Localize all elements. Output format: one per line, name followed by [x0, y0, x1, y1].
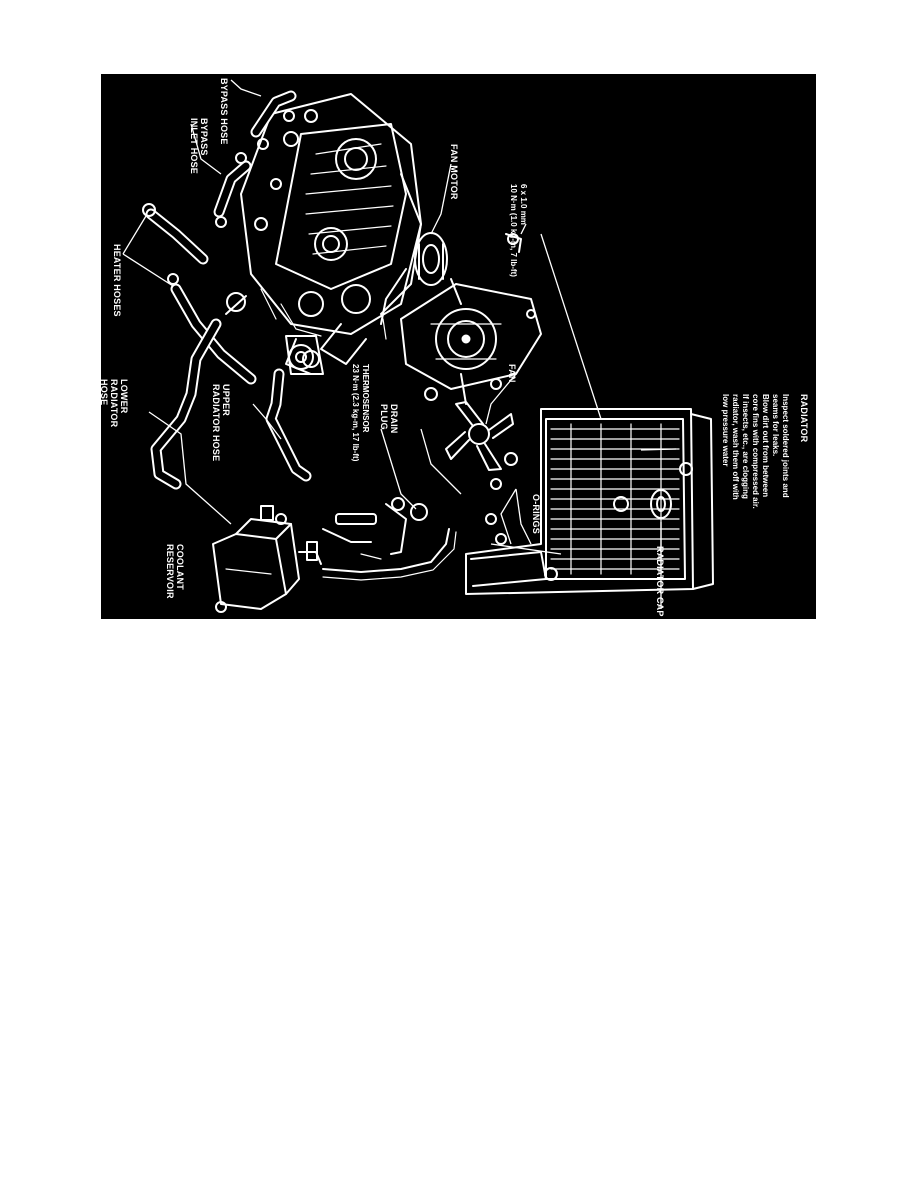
label-bolt-spec: 6 x 1.0 mm 10 N·m (1.0 kg-m, 7 lb-ft) — [509, 184, 528, 277]
bypass-hose — [250, 90, 297, 150]
label-coolant-reservoir: COOLANT RESERVOIR — [165, 544, 185, 599]
upper-radiator-hose-label-2: RADIATOR HOSE — [211, 384, 221, 461]
radiator-note-1: Inspect soldered joints and — [781, 394, 790, 498]
fan-motor-label: FAN MOTOR — [449, 144, 459, 200]
upper-radiator-hose-label-1: UPPER — [221, 384, 231, 416]
bypass-inlet-hose-label-2: INLET HOSE — [189, 118, 199, 174]
thermosensor-label-1: THERMOSENSOR — [361, 364, 370, 433]
label-drain-plug: DRAIN PLUG — [379, 404, 399, 434]
diagram-canvas: BYPASS HOSE BYPASS INLET HOSE HEATER HOS… — [101, 78, 809, 617]
lower-radiator-hose-label-3: HOSE — [101, 379, 109, 405]
upper-radiator-hose — [265, 335, 324, 482]
radiator-note-5: If insects, etc., are clogging — [741, 394, 750, 499]
bolt-spec-label-2: 10 N·m (1.0 kg-m, 7 lb-ft) — [509, 184, 518, 277]
fan-motor — [380, 232, 462, 340]
radiator-note-2: seams for leaks. — [771, 394, 780, 456]
label-lower-radiator-hose: LOWER RADIATOR HOSE — [101, 379, 129, 428]
radiator-cap — [650, 489, 672, 519]
bypass-inlet-hose — [213, 152, 252, 228]
label-bypass-inlet-hose: BYPASS INLET HOSE — [189, 118, 209, 174]
radiator-title: RADIATOR — [799, 394, 809, 443]
radiator-note-3: Blow dirt out from between — [761, 394, 770, 497]
lower-radiator-hose-label-2: RADIATOR — [109, 379, 119, 428]
radiator-note-6: radiator, wash them off with — [731, 394, 740, 500]
radiator-cap-label: RADIATOR CAP — [655, 546, 665, 617]
bolt-spec-label-1: 6 x 1.0 mm — [519, 184, 528, 225]
coolant-reservoir — [212, 505, 457, 613]
radiator-note-4: core fins with compressed air. — [751, 394, 760, 509]
engine-block — [240, 93, 422, 375]
lower-radiator-hose-label-1: LOWER — [119, 379, 129, 414]
coolant-reservoir-label-1: COOLANT — [175, 544, 185, 590]
fan-shroud — [400, 283, 542, 405]
thermosensor-label-2: 23 N·m (2.3 kg-m, 17 lb-ft) — [351, 364, 360, 462]
bypass-inlet-hose-label-1: BYPASS — [199, 118, 209, 156]
coolant-reservoir-label-2: RESERVOIR — [165, 544, 175, 599]
label-bypass-hose: BYPASS HOSE — [219, 78, 229, 145]
label-o-rings: O-RINGS — [531, 494, 541, 534]
lower-radiator-hose — [150, 295, 247, 490]
label-upper-radiator-hose: UPPER RADIATOR HOSE — [211, 384, 231, 461]
radiator-note-7: low pressure water — [721, 394, 730, 466]
fan — [445, 401, 514, 471]
heater-hoses-label: HEATER HOSES — [112, 244, 122, 317]
bypass-hose-label: BYPASS HOSE — [219, 78, 229, 145]
label-radiator-notes: RADIATOR Inspect soldered joints and sea… — [721, 394, 809, 509]
leader-lines — [122, 79, 677, 609]
mounting-bolt — [505, 233, 522, 253]
o-rings-label: O-RINGS — [531, 494, 541, 534]
label-fan: FAN — [507, 364, 517, 383]
drain-plug-label-1: DRAIN — [389, 404, 399, 434]
label-fan-motor: FAN MOTOR — [449, 144, 459, 200]
radiator — [465, 408, 714, 595]
label-heater-hoses: HEATER HOSES — [112, 244, 122, 317]
label-thermosensor: THERMOSENSOR 23 N·m (2.3 kg-m, 17 lb-ft) — [351, 364, 370, 462]
thermosensor-parts — [322, 497, 428, 560]
fan-label: FAN — [507, 364, 517, 383]
cooling-system-diagram: BYPASS HOSE BYPASS INLET HOSE HEATER HOS… — [101, 74, 816, 619]
label-radiator-cap: RADIATOR CAP — [655, 546, 665, 617]
drain-plug-label-2: PLUG — [379, 404, 389, 430]
